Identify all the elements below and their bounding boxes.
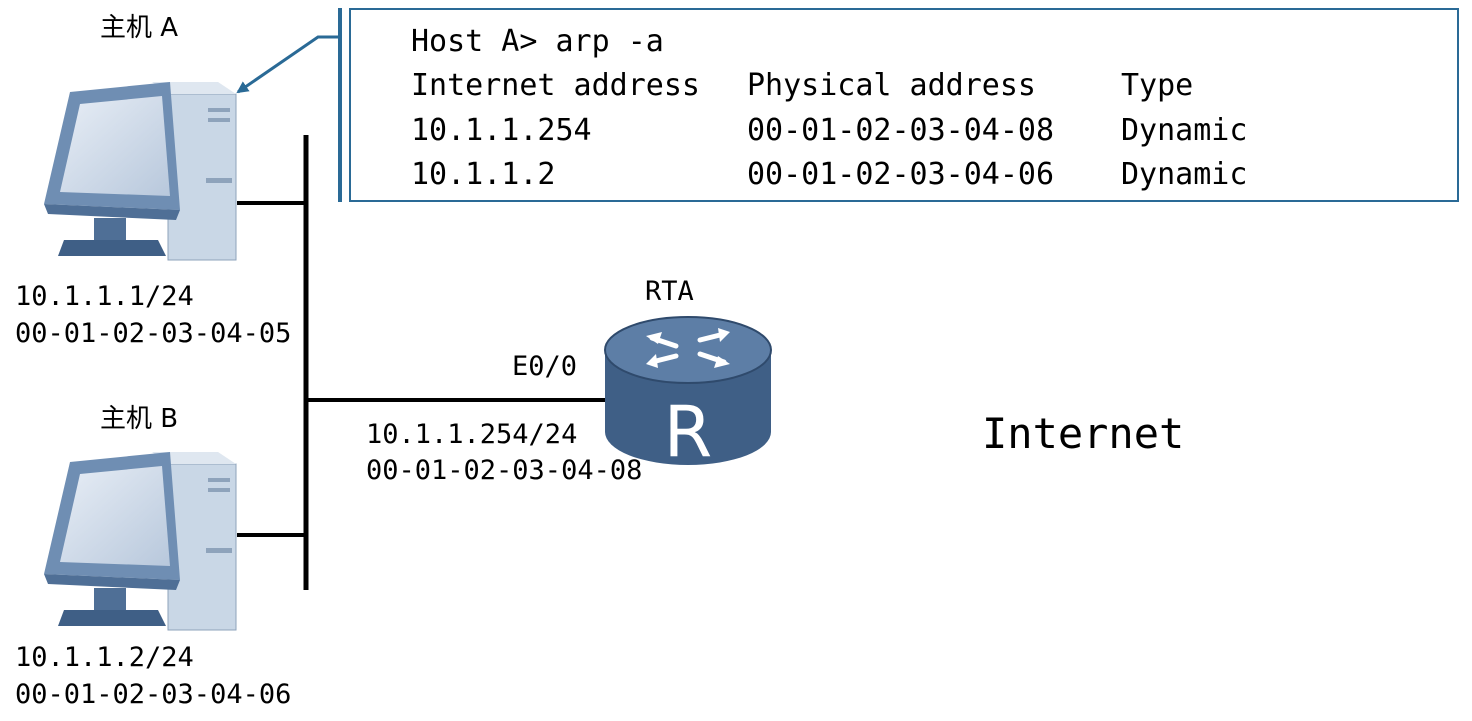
arp-row-1-type: Dynamic	[1121, 113, 1248, 148]
arp-output-box: Host A> arp -a Internet address Physical…	[349, 8, 1459, 202]
router-glyph: R	[664, 391, 713, 473]
arp-col-type: Type	[1121, 68, 1194, 103]
host-a-computer-icon	[44, 82, 237, 261]
arp-row-2-ip: 10.1.1.2	[411, 157, 556, 192]
host-b-name: 主机 B	[100, 404, 179, 434]
arp-col-physical-address: Physical address	[747, 68, 1036, 103]
router-mac: 00-01-02-03-04-08	[366, 455, 643, 486]
internet-label: Internet	[982, 409, 1185, 458]
host-a-mac: 00-01-02-03-04-05	[15, 318, 292, 349]
host-b-computer-icon	[44, 452, 237, 631]
host-a-name: 主机 A	[100, 13, 179, 43]
arp-row-2-mac: 00-01-02-03-04-06	[747, 157, 1055, 192]
lan-bus	[237, 135, 606, 590]
router-icon: R	[604, 316, 772, 473]
callout-arrow	[236, 35, 340, 94]
host-a-ip: 10.1.1.1/24	[15, 281, 194, 312]
arp-row-2-type: Dynamic	[1121, 157, 1248, 192]
router-ip: 10.1.1.254/24	[366, 419, 578, 450]
arp-row-1-ip: 10.1.1.254	[411, 113, 592, 148]
arp-col-internet-address: Internet address	[411, 68, 700, 103]
router-interface: E0/0	[512, 351, 578, 382]
arp-box-accent	[338, 8, 342, 202]
arp-command: Host A> arp -a	[411, 24, 664, 59]
arp-row-1-mac: 00-01-02-03-04-08	[747, 113, 1055, 148]
host-b-mac: 00-01-02-03-04-06	[15, 679, 292, 710]
host-b-ip: 10.1.1.2/24	[15, 642, 194, 673]
router-name: RTA	[645, 276, 694, 307]
